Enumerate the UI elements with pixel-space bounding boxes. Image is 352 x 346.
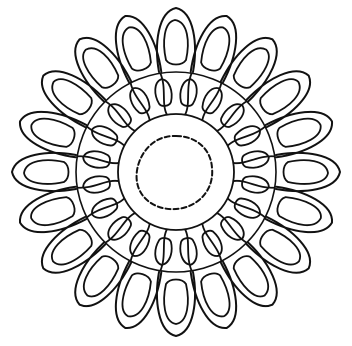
inner-cell xyxy=(232,148,276,170)
central-nucleus-outline xyxy=(137,136,213,209)
outer-lobe xyxy=(276,153,340,191)
inner-cell xyxy=(83,119,128,152)
inner-cell xyxy=(83,191,128,224)
outer-lobe-inner-cell xyxy=(256,73,306,118)
inner-cell xyxy=(76,148,120,170)
outer-lobe-inner-cell xyxy=(77,42,122,92)
inner-cell xyxy=(195,220,228,265)
inner-hub-boundary xyxy=(118,114,234,230)
outer-lobe-outline xyxy=(276,153,340,191)
inner-cell xyxy=(177,228,199,272)
outer-lobe-outline xyxy=(157,8,195,72)
inner-cell-ring xyxy=(76,72,276,272)
outer-lobe-outline xyxy=(12,153,76,191)
outer-lobe xyxy=(12,153,76,191)
outer-lobe-inner-cell xyxy=(24,160,69,184)
outer-lobe-inner-cell xyxy=(230,42,275,92)
inner-cell xyxy=(232,173,276,195)
inner-cell xyxy=(123,220,156,265)
outer-lobe-inner-cell xyxy=(164,280,188,325)
inner-cell xyxy=(76,173,120,195)
outer-lobe-inner-cell xyxy=(77,252,122,302)
inner-cell xyxy=(177,72,199,116)
inner-cell xyxy=(195,79,228,124)
outer-lobe-outline xyxy=(157,272,195,336)
outer-lobe-inner-cell xyxy=(164,20,188,65)
outer-lobe-inner-cell xyxy=(256,226,306,271)
inner-cell xyxy=(152,228,174,272)
outer-lobe-ring xyxy=(12,8,340,336)
outer-lobe-inner-cell xyxy=(46,226,96,271)
outer-lobe-inner-cell xyxy=(284,160,329,184)
inner-cell xyxy=(224,191,269,224)
outer-lobe-inner-cell xyxy=(230,252,275,302)
outer-lobe xyxy=(157,272,195,336)
outer-lobe xyxy=(157,8,195,72)
outer-lobe-inner-cell xyxy=(46,73,96,118)
inner-cell xyxy=(224,119,269,152)
inner-cell xyxy=(123,79,156,124)
inner-cell xyxy=(152,72,174,116)
